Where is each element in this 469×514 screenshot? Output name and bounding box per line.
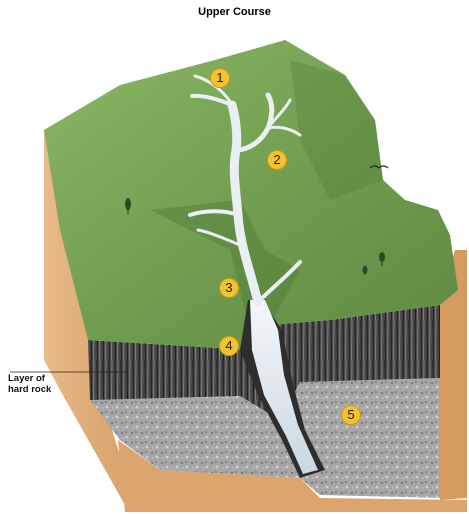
marker-2: 2 (267, 150, 287, 170)
marker-3: 3 (219, 278, 239, 298)
hard-rock-label-line2: hard rock (8, 384, 78, 395)
marker-5: 5 (341, 405, 361, 425)
hard-rock-label: Layer of hard rock (8, 373, 78, 395)
marker-4: 4 (219, 336, 239, 356)
hard-rock-label-line1: Layer of (8, 373, 78, 384)
marker-1: 1 (210, 68, 230, 88)
